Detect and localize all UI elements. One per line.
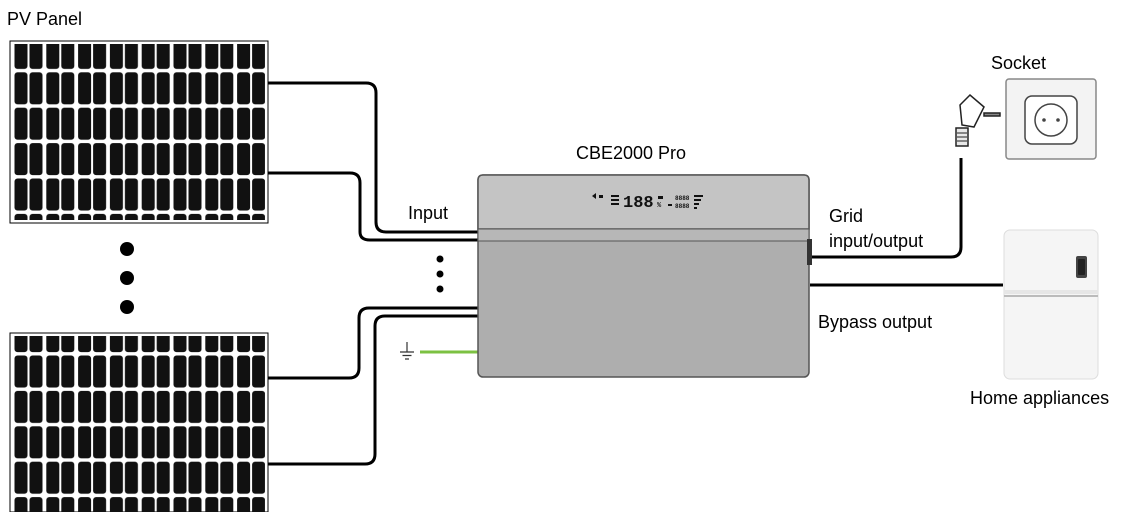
pv-panel-bottom xyxy=(9,332,269,512)
more-inputs-dots-icon xyxy=(436,255,444,293)
svg-text:%: % xyxy=(657,202,662,210)
refrigerator-icon xyxy=(1003,229,1099,380)
inverter-model-label: CBE2000 Pro xyxy=(576,143,687,163)
pv-panel-label: PV Panel xyxy=(7,9,83,29)
socket-label: Socket xyxy=(991,53,1047,73)
input-label: Input xyxy=(408,203,449,223)
ac-wires xyxy=(810,158,1003,287)
grid-label: Grid xyxy=(829,206,864,226)
pv-wires xyxy=(268,81,478,466)
power-plug-icon xyxy=(955,93,1001,147)
grid-io-label: input/output xyxy=(829,231,924,251)
home-appliances-label: Home appliances xyxy=(970,388,1110,408)
more-panels-dots-icon xyxy=(120,242,134,314)
wall-socket-icon xyxy=(1005,78,1097,160)
inverter: 188 % 8888 8888 xyxy=(477,174,812,378)
lcd-main-digits: 188 xyxy=(623,194,654,213)
pv-panel-top xyxy=(9,40,269,224)
ground-icon xyxy=(400,342,414,360)
lcd-display: 188 % 8888 8888 xyxy=(592,193,703,213)
lcd-bottom-digits: 8888 xyxy=(675,203,690,210)
lcd-top-digits: 8888 xyxy=(675,195,690,202)
bypass-output-label: Bypass output xyxy=(818,312,933,332)
